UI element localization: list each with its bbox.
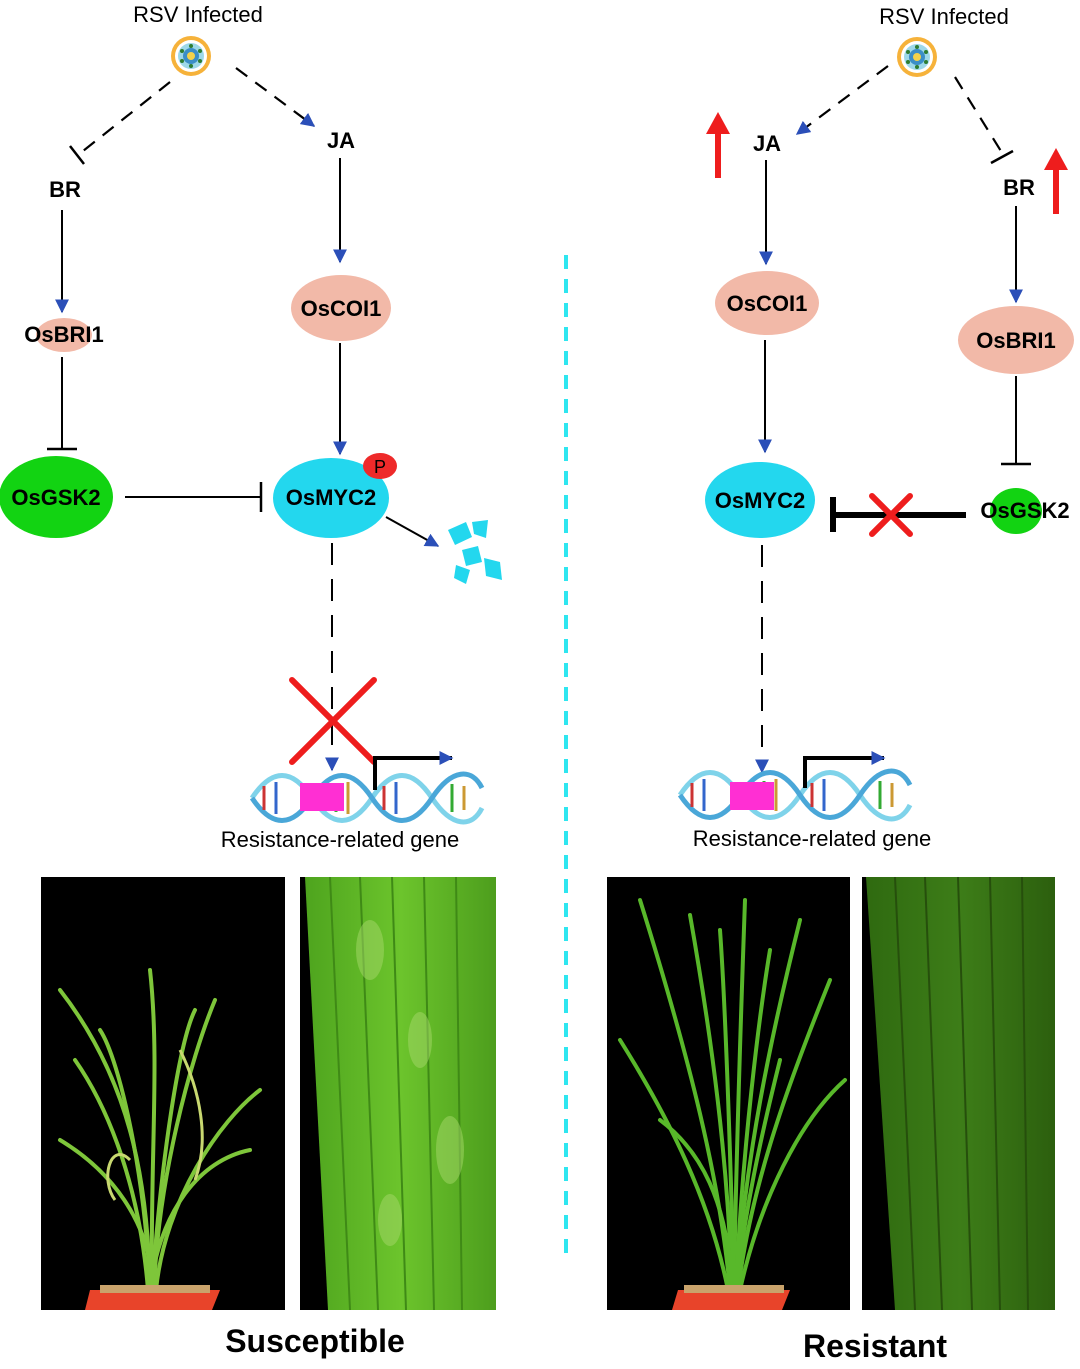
right-oscoi1-node: OsCOI1 <box>727 291 808 316</box>
virus-icon <box>897 37 937 77</box>
right-osmyc2-node: OsMYC2 <box>715 488 805 513</box>
right-gene-label: Resistance-related gene <box>693 826 931 851</box>
right-osbri1-ellipse <box>958 306 1074 374</box>
right-virus-label: RSV Infected <box>879 4 1009 29</box>
left-oscoi1-node: OsCOI1 <box>301 296 382 321</box>
up-arrow-icon <box>1044 148 1068 214</box>
dna-icon <box>252 774 482 822</box>
degradation-fragments-icon <box>448 520 502 584</box>
cross-icon <box>869 493 913 537</box>
virus-icon <box>171 36 211 76</box>
right-transcription-arrow <box>803 751 886 788</box>
right-br-node: BR <box>1003 175 1035 200</box>
left-virus-br-edge <box>77 81 171 156</box>
up-arrow-icon <box>706 112 730 178</box>
right-virus-br-bar <box>990 149 1014 165</box>
right-caption: Resistant <box>803 1328 947 1364</box>
left-ja-node: JA <box>327 128 355 153</box>
right-leaf-photo <box>862 876 1055 1311</box>
phospho-label: P <box>374 457 386 477</box>
left-oscoi1-ellipse <box>291 275 391 341</box>
left-degradation-edge <box>385 516 440 547</box>
right-osbri1-node: OsBRI1 <box>976 328 1055 353</box>
left-virus-br-bar <box>69 145 85 165</box>
right-osgsk2-ellipse <box>990 488 1042 534</box>
left-panel: RSV Infected BR JA OsBRI1 OsCOI1 OsGSK2 … <box>0 2 502 1359</box>
left-plant-photo <box>41 877 285 1310</box>
right-plant-photo <box>607 877 850 1310</box>
cross-icon <box>289 677 377 765</box>
right-virus-br-edge <box>954 76 1005 157</box>
left-caption: Susceptible <box>225 1323 405 1359</box>
left-transcription-arrow <box>373 751 454 790</box>
right-osmyc2-ellipse <box>705 462 815 538</box>
right-ja-node: JA <box>753 131 781 156</box>
left-osgsk2-ellipse <box>0 456 113 538</box>
left-osbri1-ellipse <box>36 318 92 352</box>
left-promoter-box <box>300 783 344 811</box>
right-oscoi1-ellipse <box>715 271 819 335</box>
right-panel: RSV Infected JA BR OsCOI1 OsBRI1 <box>607 4 1074 1364</box>
left-osbri1-node: OsBRI1 <box>24 322 103 347</box>
left-leaf-photo <box>300 876 496 1311</box>
right-virus-ja-edge <box>795 65 889 135</box>
dna-icon <box>680 771 910 819</box>
left-virus-label: RSV Infected <box>133 2 263 27</box>
left-osmyc2-node: OsMYC2 <box>286 485 376 510</box>
left-osmyc2-ellipse <box>273 458 389 538</box>
phospho-badge <box>363 453 397 479</box>
left-osgsk2-node: OsGSK2 <box>11 485 100 510</box>
left-virus-ja-edge <box>235 67 316 127</box>
left-gene-label: Resistance-related gene <box>221 827 459 852</box>
right-promoter-box <box>730 782 774 810</box>
right-osgsk2-node: OsGSK2 <box>980 498 1069 523</box>
left-br-node: BR <box>49 177 81 202</box>
